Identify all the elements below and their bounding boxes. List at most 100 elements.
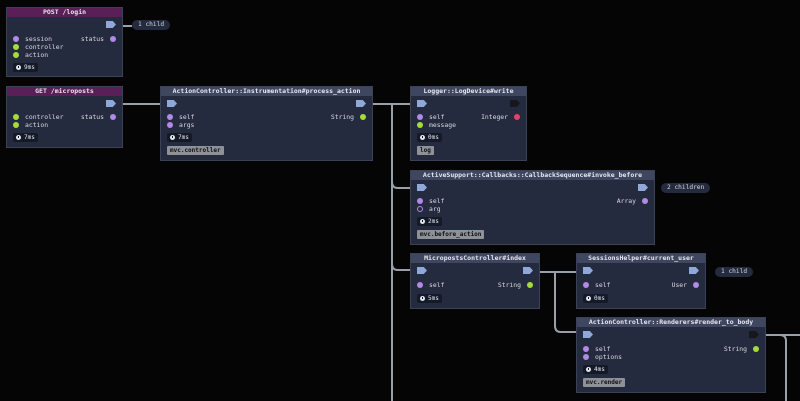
clock-icon bbox=[586, 295, 591, 301]
output-pin[interactable]: String bbox=[498, 281, 533, 289]
output-pin[interactable]: status bbox=[81, 35, 116, 43]
duration-badge: 0ms bbox=[417, 133, 442, 142]
exec-output-icon[interactable] bbox=[106, 21, 116, 28]
input-pin[interactable]: self bbox=[417, 113, 444, 121]
object-pin-icon bbox=[13, 36, 19, 42]
object-pin-icon bbox=[583, 282, 589, 288]
object-pin-icon bbox=[693, 282, 699, 288]
clock-icon bbox=[170, 134, 175, 140]
exec-output-icon[interactable] bbox=[106, 100, 116, 107]
integer-pin-icon bbox=[514, 114, 520, 120]
duration-badge: 2ms bbox=[417, 217, 442, 226]
category-tag: mvc.before_action bbox=[417, 230, 485, 239]
wire-to-index bbox=[391, 263, 410, 271]
duration-badge: 5ms bbox=[417, 294, 442, 303]
input-pin[interactable]: arg bbox=[417, 205, 441, 213]
node-title: ActionController::Instrumentation#proces… bbox=[161, 87, 372, 96]
exec-input-icon[interactable] bbox=[417, 184, 427, 191]
collapsed-children-pill[interactable]: 1 child bbox=[715, 267, 754, 277]
exec-output-icon[interactable] bbox=[510, 100, 520, 107]
input-pin[interactable]: args bbox=[167, 121, 194, 129]
exec-output-icon[interactable] bbox=[356, 100, 366, 107]
exec-output-icon[interactable] bbox=[749, 331, 759, 338]
trace-node-get-microposts[interactable]: GET /microposts controller action status… bbox=[6, 86, 123, 148]
string-pin-icon bbox=[417, 122, 423, 128]
trace-node-microposts-index[interactable]: MicropostsController#index self String 5… bbox=[410, 253, 540, 309]
object-pin-icon bbox=[417, 114, 423, 120]
output-pin[interactable]: User bbox=[672, 281, 699, 289]
node-title: Logger::LogDevice#write bbox=[411, 87, 526, 96]
node-title: MicropostsController#index bbox=[411, 254, 539, 263]
object-pin-icon bbox=[583, 354, 589, 360]
trace-node-current-user[interactable]: SessionsHelper#current_user self User 0m… bbox=[576, 253, 706, 309]
object-pin-icon bbox=[167, 114, 173, 120]
output-pin[interactable]: String bbox=[331, 113, 366, 121]
unconnected-pin-icon bbox=[417, 206, 423, 212]
exec-input-icon[interactable] bbox=[417, 267, 427, 274]
category-tag: mvc.controller bbox=[167, 146, 224, 155]
clock-icon bbox=[16, 134, 21, 140]
collapsed-children-pill[interactable]: 1 child bbox=[132, 20, 171, 30]
input-pin[interactable]: controller bbox=[13, 43, 63, 51]
input-pin[interactable]: session bbox=[13, 35, 52, 43]
clock-icon bbox=[586, 366, 591, 372]
input-pin[interactable]: self bbox=[583, 345, 610, 353]
input-pin[interactable]: action bbox=[13, 51, 48, 59]
node-title: ActiveSupport::Callbacks::CallbackSequen… bbox=[411, 171, 654, 180]
object-pin-icon bbox=[417, 198, 423, 204]
object-pin-icon bbox=[417, 282, 423, 288]
input-pin[interactable]: self bbox=[417, 197, 444, 205]
clock-icon bbox=[420, 295, 425, 301]
string-pin-icon bbox=[13, 52, 19, 58]
input-pin[interactable]: self bbox=[417, 281, 444, 289]
duration-badge: 4ms bbox=[583, 365, 608, 374]
exec-input-icon[interactable] bbox=[583, 331, 593, 338]
wire-to-callbacks bbox=[391, 181, 410, 189]
node-title: ActionController::Renderers#render_to_bo… bbox=[577, 318, 765, 327]
string-pin-icon bbox=[13, 122, 19, 128]
exec-input-icon[interactable] bbox=[583, 267, 593, 274]
duration-badge: 7ms bbox=[167, 133, 192, 142]
clock-icon bbox=[420, 218, 425, 224]
object-pin-icon bbox=[583, 346, 589, 352]
collapsed-children-arrow-icon[interactable] bbox=[639, 184, 647, 191]
string-pin-icon bbox=[527, 282, 533, 288]
output-pin[interactable]: status bbox=[81, 113, 116, 121]
clock-icon bbox=[16, 64, 21, 70]
string-pin-icon bbox=[13, 44, 19, 50]
exec-input-icon[interactable] bbox=[167, 100, 177, 107]
input-pin[interactable]: message bbox=[417, 121, 456, 129]
string-pin-icon bbox=[360, 114, 366, 120]
duration-badge: 9ms bbox=[13, 63, 38, 72]
object-pin-icon bbox=[642, 198, 648, 204]
string-pin-icon bbox=[753, 346, 759, 352]
clock-icon bbox=[420, 134, 425, 140]
input-pin[interactable]: options bbox=[583, 353, 622, 361]
trace-node-post-login[interactable]: POST /login session controller action st… bbox=[6, 7, 123, 77]
category-tag: mvc.render bbox=[583, 378, 626, 387]
input-pin[interactable]: self bbox=[167, 113, 194, 121]
duration-badge: 0ms bbox=[583, 294, 608, 303]
exec-input-icon[interactable] bbox=[417, 100, 427, 107]
exec-output-icon[interactable] bbox=[523, 267, 533, 274]
input-pin[interactable]: action bbox=[13, 121, 48, 129]
output-pin[interactable]: Array bbox=[617, 197, 648, 205]
output-pin[interactable]: Integer bbox=[481, 113, 520, 121]
node-title: SessionsHelper#current_user bbox=[577, 254, 705, 263]
output-pin[interactable]: String bbox=[724, 345, 759, 353]
duration-badge: 7ms bbox=[13, 133, 38, 142]
exec-output-icon[interactable] bbox=[689, 267, 699, 274]
node-title: GET /microposts bbox=[7, 87, 122, 96]
trace-node-process-action[interactable]: ActionController::Instrumentation#proces… bbox=[160, 86, 373, 161]
trace-node-logger-write[interactable]: Logger::LogDevice#write self message Int… bbox=[410, 86, 527, 161]
wire-render-down bbox=[779, 334, 787, 401]
input-pin[interactable]: controller bbox=[13, 113, 63, 121]
node-title: POST /login bbox=[7, 8, 122, 17]
category-tag: log bbox=[417, 146, 434, 155]
trace-node-render-to-body[interactable]: ActionController::Renderers#render_to_bo… bbox=[576, 317, 766, 393]
wire-index-to-render bbox=[554, 272, 576, 333]
input-pin[interactable]: self bbox=[583, 281, 610, 289]
collapsed-children-pill[interactable]: 2 children bbox=[661, 183, 711, 193]
trace-node-invoke-before[interactable]: ActiveSupport::Callbacks::CallbackSequen… bbox=[410, 170, 655, 245]
